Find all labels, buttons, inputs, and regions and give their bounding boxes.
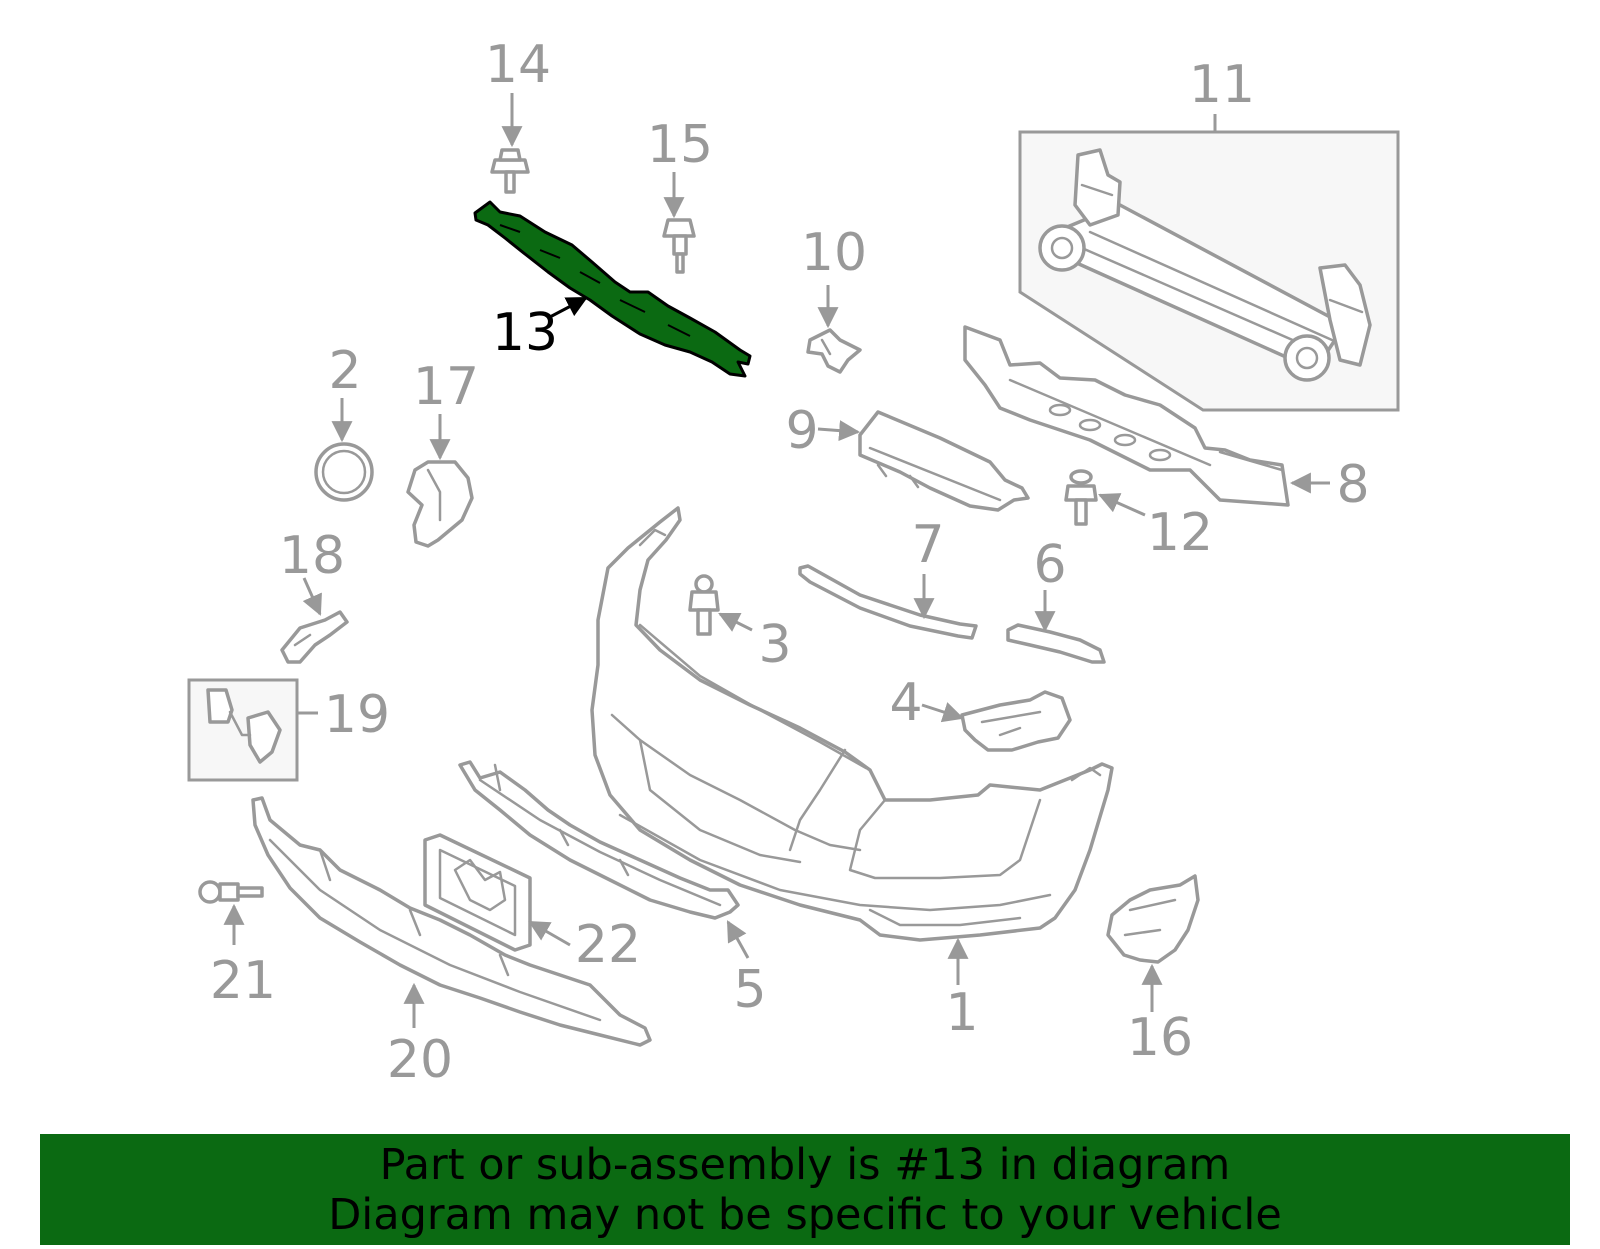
part-15-fastener[interactable] (662, 218, 696, 274)
part-9-absorber-bar[interactable] (858, 410, 1030, 512)
part-2-grommet-ring[interactable] (314, 442, 374, 502)
part-16-lower-bracket[interactable] (1106, 874, 1200, 964)
callout-20: 20 (387, 1030, 453, 1090)
callout-17: 17 (413, 357, 479, 417)
banner-line-1: Part or sub-assembly is #13 in diagram (379, 1139, 1231, 1190)
callout-15: 15 (647, 115, 713, 175)
callout-16: 16 (1127, 1008, 1193, 1068)
callout-12: 12 (1147, 503, 1213, 563)
callout-7: 7 (911, 515, 944, 575)
part-7-molding-strip[interactable] (798, 564, 978, 640)
callout-2: 2 (328, 341, 361, 401)
callout-18: 18 (279, 526, 345, 586)
callout-4: 4 (889, 673, 922, 733)
callout-13: 13 (492, 303, 558, 363)
callout-9: 9 (785, 401, 818, 461)
callout-1: 1 (945, 983, 978, 1043)
callout-11: 11 (1189, 55, 1255, 115)
part-19-bracket-kit[interactable] (187, 678, 299, 782)
callout-3: 3 (758, 615, 791, 675)
part-6-molding[interactable] (1006, 623, 1106, 664)
part-1-bumper-cover[interactable] (590, 506, 1114, 942)
callout-14: 14 (485, 35, 551, 95)
part-14-fastener[interactable] (490, 148, 530, 194)
part-21-screw[interactable] (198, 880, 264, 904)
part-4-bracket[interactable] (960, 690, 1072, 752)
callout-21: 21 (210, 951, 276, 1011)
info-banner: Part or sub-assembly is #13 in diagram D… (40, 1134, 1570, 1245)
part-18-clip[interactable] (280, 610, 349, 664)
callout-6: 6 (1033, 535, 1066, 595)
part-8-energy-absorber[interactable] (963, 325, 1290, 507)
banner-line-2: Diagram may not be specific to your vehi… (328, 1189, 1282, 1240)
callout-8: 8 (1336, 455, 1369, 515)
callout-5: 5 (733, 960, 766, 1020)
part-13-upper-bracket[interactable] (473, 200, 752, 378)
callout-19: 19 (324, 685, 390, 745)
callout-10: 10 (801, 223, 867, 283)
part-11-bumper-reinforcement[interactable] (1018, 130, 1400, 412)
part-3-fastener[interactable] (688, 574, 720, 636)
part-5-lower-strip[interactable] (458, 760, 740, 920)
part-20-lower-molding[interactable] (251, 796, 652, 1047)
callout-22: 22 (575, 915, 641, 975)
part-10-bracket[interactable] (806, 328, 862, 374)
part-22-plate-bracket[interactable] (423, 833, 532, 952)
part-17-side-bracket[interactable] (406, 460, 474, 548)
part-12-clip[interactable] (1064, 469, 1098, 526)
